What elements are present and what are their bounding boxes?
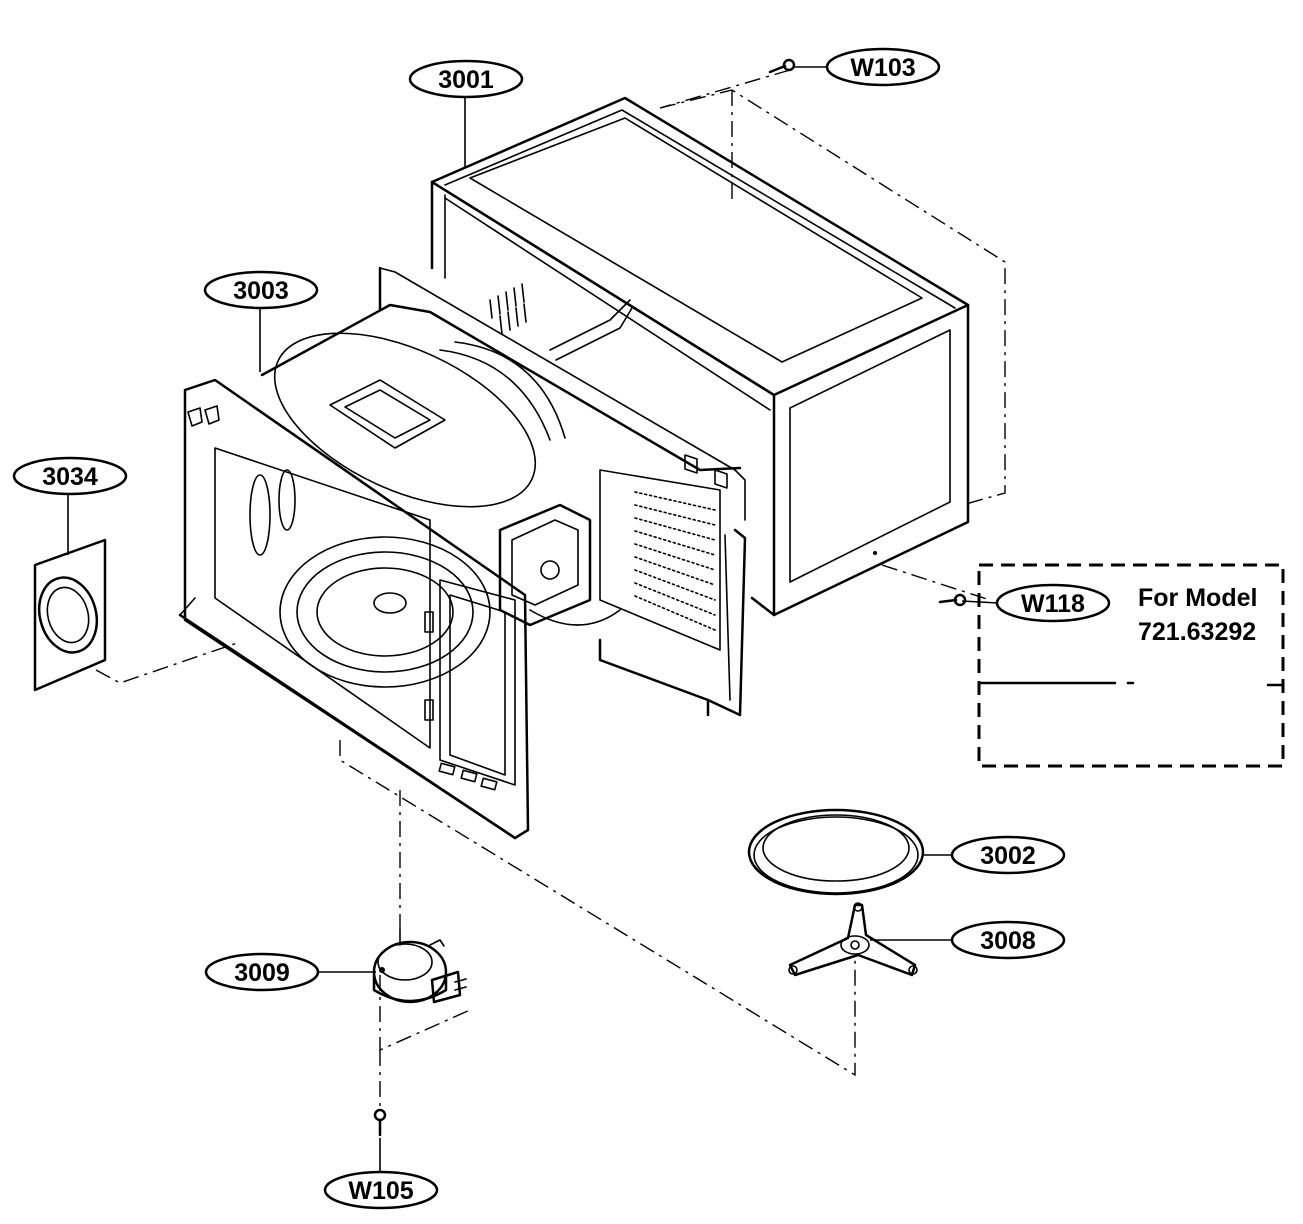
callout-3008: 3008 bbox=[950, 920, 1066, 960]
callout-3009-label: 3009 bbox=[234, 959, 290, 987]
glass-tray-3002 bbox=[747, 808, 925, 896]
callout-3008-label: 3008 bbox=[980, 927, 1036, 955]
screw-w105 bbox=[373, 1108, 387, 1137]
screw-w118 bbox=[938, 593, 967, 607]
model-note-line2: 721.63292 bbox=[1138, 618, 1256, 646]
callout-3002: 3002 bbox=[950, 835, 1066, 875]
callout-3034: 3034 bbox=[12, 456, 128, 496]
model-note-box: For Model 721.63292 bbox=[977, 563, 1285, 768]
screw-w103 bbox=[768, 58, 796, 74]
model-note-line1: For Model bbox=[1138, 584, 1257, 612]
callout-3003-label: 3003 bbox=[233, 277, 289, 305]
outer-case-3001 bbox=[430, 96, 970, 617]
callout-w103: W103 bbox=[825, 47, 941, 87]
callout-leaders bbox=[67, 66, 999, 1172]
callout-3001: 3001 bbox=[408, 59, 524, 99]
chassis-vent-grid bbox=[634, 491, 716, 631]
case-vents bbox=[489, 283, 527, 335]
callout-w105: W105 bbox=[323, 1170, 439, 1210]
roller-support-3008 bbox=[788, 902, 918, 977]
cover-plate-3034 bbox=[33, 538, 107, 692]
callout-3001-label: 3001 bbox=[438, 66, 494, 94]
callout-w118: W118 bbox=[995, 583, 1111, 623]
projection-lines bbox=[95, 69, 1006, 1110]
callout-3003: 3003 bbox=[203, 270, 319, 310]
callout-3002-label: 3002 bbox=[980, 842, 1036, 870]
callout-w103-label: W103 bbox=[850, 54, 915, 82]
magnetron bbox=[498, 503, 621, 627]
callout-3034-label: 3034 bbox=[42, 463, 98, 491]
callout-w118-label: W118 bbox=[1021, 590, 1085, 618]
callout-3009: 3009 bbox=[204, 952, 320, 992]
turntable-motor-3009 bbox=[372, 929, 467, 1004]
callout-w105-label: W105 bbox=[348, 1177, 413, 1205]
chassis-3003 bbox=[178, 266, 747, 840]
